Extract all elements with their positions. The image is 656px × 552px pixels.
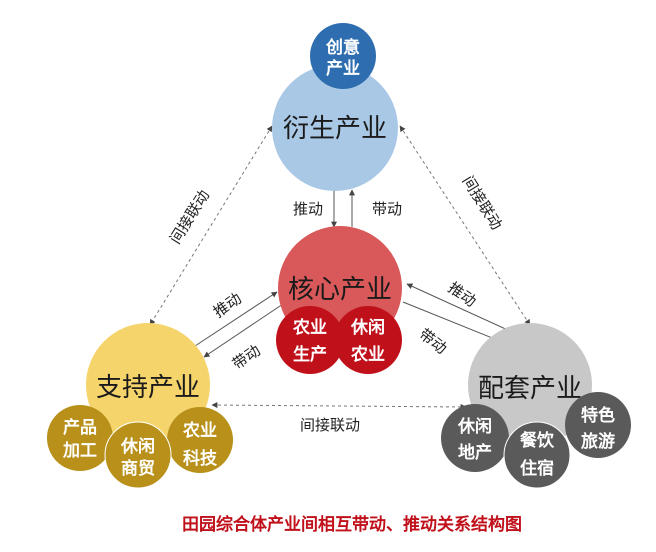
node-label: 支持产业 — [96, 373, 200, 403]
push-arrow-support-core — [194, 291, 278, 347]
edge-label-indirect-bottom: 间接联动 — [300, 416, 360, 434]
sub-node — [503, 421, 571, 489]
sub-node-label: 科技 — [183, 448, 218, 469]
edge-label-push-top: 推动 — [293, 200, 323, 218]
sub-node-creative — [310, 23, 376, 89]
sub-node-label: 农业 — [350, 344, 385, 365]
sub-node — [167, 407, 233, 473]
sub-node-label: 生产 — [293, 344, 327, 365]
sub-node-label: 农业 — [292, 317, 327, 338]
node-label: 衍生产业 — [283, 114, 387, 144]
sub-node-label: 休闲 — [457, 416, 492, 437]
sub-node — [276, 306, 344, 374]
push-arrow-supporting-core — [406, 283, 524, 338]
edge-label-drive-right: 带动 — [416, 325, 451, 358]
sub-node-label: 产品 — [63, 417, 97, 438]
sub-node — [334, 306, 402, 374]
indirect-links — [149, 125, 531, 410]
sub-node-label: 加工 — [62, 441, 97, 461]
edge-label-indirect-left: 间接联动 — [166, 187, 213, 247]
drive-links — [194, 189, 524, 358]
node-label: 核心产业 — [288, 275, 392, 305]
sub-node-label: 休闲 — [350, 317, 385, 338]
node-supporting-industry: 配套产业 休闲 地产 餐饮 住宿 特色 旅游 — [441, 323, 631, 489]
edge-label-drive-top: 带动 — [372, 200, 402, 218]
sub-node-label: 旅游 — [581, 431, 615, 452]
edge-label-push-right: 推动 — [445, 279, 480, 311]
diagram-title: 田园综合体产业间相互带动、推动关系结构图 — [182, 514, 522, 535]
sub-node — [565, 392, 631, 458]
edge-label-drive-left: 带动 — [229, 341, 264, 373]
sub-node — [47, 405, 113, 471]
sub-node — [441, 404, 509, 472]
indirect-link-support-supporting — [211, 402, 467, 410]
sub-node-label: 休闲 — [120, 436, 155, 457]
sub-node-label: 商贸 — [121, 458, 155, 479]
edge-label-indirect-right: 间接联动 — [459, 173, 506, 233]
sub-node-label: 住宿 — [520, 458, 554, 479]
sub-node-label: 特色 — [581, 405, 615, 426]
sub-node-label: 农业 — [182, 420, 217, 441]
sub-node-label: 产业 — [326, 58, 360, 79]
node-derivative-industry: 创意 产业 衍生产业 — [272, 23, 398, 191]
sub-node-label: 创意 — [325, 37, 360, 58]
node-support-industry: 支持产业 产品 加工 休闲 商贸 农业 科技 — [47, 323, 233, 489]
sub-node — [104, 421, 172, 489]
sub-node-label: 餐饮 — [520, 430, 555, 451]
node-label: 配套产业 — [478, 374, 582, 404]
drive-arrow-core-support — [203, 303, 284, 358]
sub-node-label: 地产 — [458, 442, 492, 463]
node-core-industry: 核心产业 农业 生产 休闲 农业 — [276, 226, 402, 374]
indirect-link-derivative-support — [149, 125, 273, 326]
indirect-link-derivative-supporting — [399, 125, 531, 326]
